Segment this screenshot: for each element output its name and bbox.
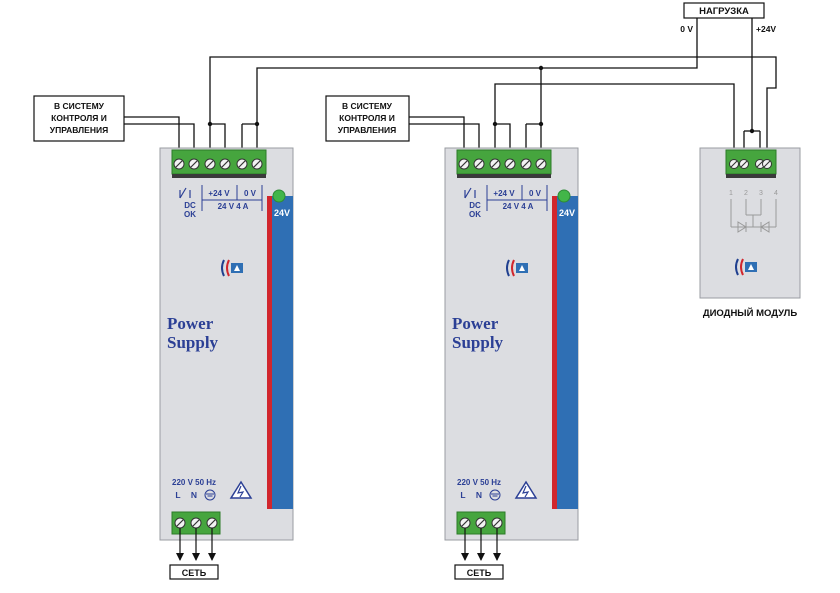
power-supply-title-line2: Supply: [167, 333, 219, 352]
control-label-line2: КОНТРОЛЯ И: [51, 113, 107, 123]
power-supply-title-line1: Power: [167, 314, 214, 333]
output-terminal-block: [171, 149, 267, 175]
ok-label: OK: [469, 210, 481, 219]
dc-label: DC: [469, 201, 481, 210]
red-side-stripe: [267, 196, 272, 509]
mains-label: СЕТЬ: [182, 568, 207, 578]
control-label-line3: УПРАВЛЕНИЯ: [338, 125, 396, 135]
ground-icon: [204, 489, 216, 501]
diode-module-label: ДИОДНЫЙ МОДУЛЬ: [703, 307, 798, 319]
control-system-box: [33, 95, 125, 142]
ground-icon: [489, 489, 501, 501]
input-spec-label: 220 V 50 Hz: [457, 478, 501, 487]
side-voltage-label: 24V: [274, 208, 290, 218]
control-label-line3: УПРАВЛЕНИЯ: [50, 125, 108, 135]
diode-pin-2: 2: [744, 190, 748, 197]
diode-pin-1: 1: [729, 190, 733, 197]
diode-pin-4: 4: [774, 190, 778, 197]
load-box: НАГРУЗКА 0 V +24V: [680, 2, 776, 34]
ok-label: OK: [184, 210, 196, 219]
power-supply-unit-1: В СИСТЕМУ КОНТРОЛЯ И УПРАВЛЕНИЯ 24V DC O…: [33, 95, 294, 580]
control-label-line1: В СИСТЕМУ: [54, 101, 105, 111]
dc-label: DC: [184, 201, 196, 210]
status-led: [272, 189, 286, 203]
status-led: [557, 189, 571, 203]
load-pos-label: +24V: [756, 24, 776, 34]
dc-ok-relay-icon: [464, 187, 476, 199]
warning-icon: [514, 480, 538, 499]
terminal-l-label: L: [175, 490, 180, 500]
diode-pin-3: 3: [759, 190, 763, 197]
load-neg-label: 0 V: [680, 24, 693, 34]
zero-v-label: 0 V: [244, 189, 257, 198]
side-voltage-label: 24V: [559, 208, 575, 218]
diode-module: 1 2 3 4 ДИОДНЫЙ МОДУЛЬ: [699, 147, 801, 319]
load-label: НАГРУЗКА: [699, 6, 749, 17]
power-supply-unit-2: В СИСТЕМУ КОНТРОЛЯ И УПРАВЛЕНИЯ 24V DC O…: [325, 95, 579, 580]
brand-logo: [506, 259, 528, 277]
brand-logo: [735, 258, 757, 276]
control-label-line2: КОНТРОЛЯ И: [339, 113, 395, 123]
power-supply-title-line2: Supply: [452, 333, 504, 352]
plus-24v-label: +24 V: [208, 189, 230, 198]
mains-label: СЕТЬ: [467, 568, 492, 578]
rating-label: 24 V 4 A: [218, 202, 249, 211]
load-wiring: [124, 17, 777, 150]
mains-box: [454, 564, 504, 580]
output-terminal-block: [456, 149, 552, 175]
plus-24v-label: +24 V: [493, 189, 515, 198]
dc-ok-relay-icon: [179, 187, 191, 199]
control-system-box: [325, 95, 410, 142]
terminal-l-label: L: [460, 490, 465, 500]
diode-schematic-icon: [730, 199, 777, 233]
mains-box: [169, 564, 219, 580]
terminal-n-label: N: [191, 490, 197, 500]
red-side-stripe: [552, 196, 557, 509]
zero-v-label: 0 V: [529, 189, 542, 198]
power-supply-title-line1: Power: [452, 314, 499, 333]
terminal-n-label: N: [476, 490, 482, 500]
control-label-line1: В СИСТЕМУ: [342, 101, 393, 111]
warning-icon: [229, 480, 253, 499]
rating-label: 24 V 4 A: [503, 202, 534, 211]
brand-logo: [221, 259, 243, 277]
mains-wires: [461, 528, 501, 561]
junction-dots: [207, 65, 755, 134]
mains-wires: [176, 528, 216, 561]
input-spec-label: 220 V 50 Hz: [172, 478, 216, 487]
